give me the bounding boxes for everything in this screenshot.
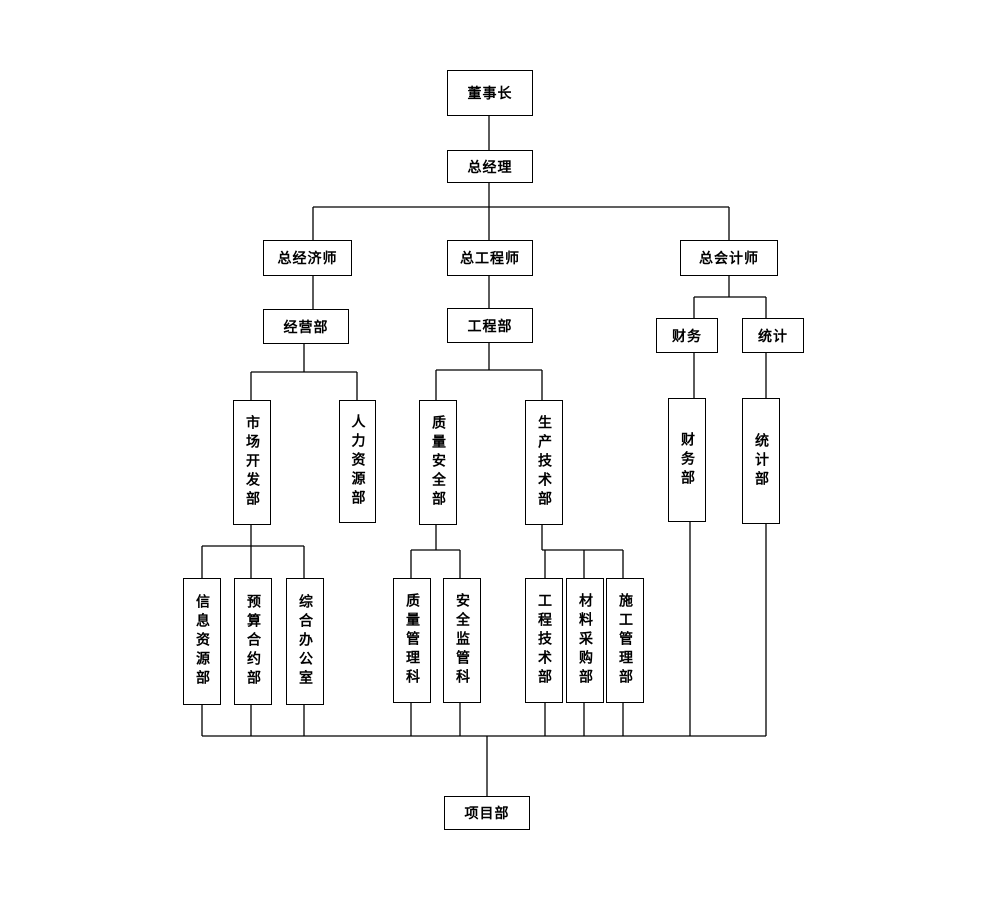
chief-engineer-box: 总工程师 [447, 240, 533, 276]
business-dept-box: 经营部 [263, 309, 349, 344]
chief-accountant-box: 总会计师 [680, 240, 778, 276]
material-procurement-dept-box: 材料采购部 [566, 578, 604, 703]
production-tech-dept-box: 生产技术部 [525, 400, 563, 525]
general-manager-box: 总经理 [447, 150, 533, 183]
quality-mgmt-section-box: 质量管理科 [393, 578, 431, 703]
chief-economist-box: 总经济师 [263, 240, 352, 276]
safety-supervision-section-box: 安全监管科 [443, 578, 481, 703]
statistics-box: 统计 [742, 318, 804, 353]
chairman-box: 董事长 [447, 70, 533, 116]
finance-box: 财务 [656, 318, 718, 353]
statistics-dept-box: 统计部 [742, 398, 780, 524]
project-dept-box: 项目部 [444, 796, 530, 830]
general-office-box: 综合办公室 [286, 578, 324, 705]
finance-dept-box: 财务部 [668, 398, 706, 522]
construction-mgmt-dept-box: 施工管理部 [606, 578, 644, 703]
market-dev-dept-box: 市场开发部 [233, 400, 271, 525]
hr-dept-box: 人力资源部 [339, 400, 376, 523]
eng-tech-dept-box: 工程技术部 [525, 578, 563, 703]
quality-safety-dept-box: 质量安全部 [419, 400, 457, 525]
info-resource-dept-box: 信息资源部 [183, 578, 221, 705]
engineering-dept-box: 工程部 [447, 308, 533, 343]
budget-contract-dept-box: 预算合约部 [234, 578, 272, 705]
